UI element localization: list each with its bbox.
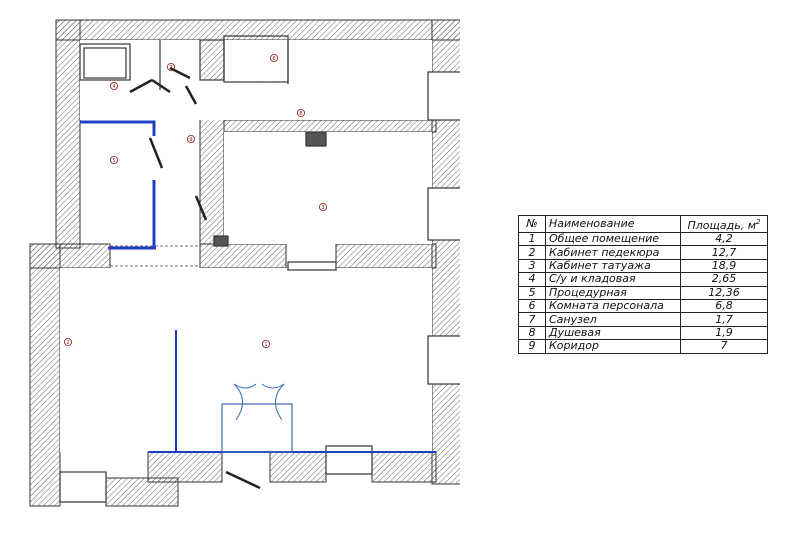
legend-cell-num: 9 <box>518 339 546 354</box>
legend-cell-area: 12,7 <box>680 245 768 260</box>
legend-cell-area: 2,65 <box>680 272 768 287</box>
room-marker-circle <box>261 339 270 348</box>
wall-right-mid <box>431 119 460 189</box>
room-marker-circle <box>269 54 278 63</box>
room-marker-label: 7 <box>169 65 172 71</box>
legend-cell-name: Кабинет татуажа <box>545 258 681 274</box>
legend-header-row: № Наименование Площадь, м2 <box>518 215 768 233</box>
wall-internal-vertical <box>199 113 225 245</box>
room-marker-label: 5 <box>112 158 115 164</box>
legend-cell-num: 3 <box>518 258 546 274</box>
wall-bottom-step <box>147 451 223 483</box>
legend-cell-area: 4,2 <box>680 231 768 247</box>
room-marker-circle <box>186 134 195 143</box>
legend-cell-num: 5 <box>518 285 546 300</box>
legend-header-area-text: Площадь, м <box>687 219 757 232</box>
room-marker-label: 8 <box>299 111 302 117</box>
wall-bottom-left <box>105 477 179 507</box>
room-marker-label: 2 <box>66 340 69 346</box>
legend-header-area: Площадь, м2 <box>680 215 768 233</box>
legend-cell-area: 18,9 <box>680 258 768 274</box>
legend-header-num: № <box>518 215 546 233</box>
legend-cell-num: 6 <box>518 298 546 314</box>
legend-cell-area: 6,8 <box>680 298 768 314</box>
wall-left-lower <box>29 243 61 507</box>
legend-cell-num: 7 <box>518 312 546 327</box>
legend-cell-area: 1,9 <box>680 325 768 341</box>
room-marker-circle <box>110 82 119 91</box>
legend-cell-name: Кабинет педекюра <box>545 245 681 260</box>
room-markers: 1 2 3 4 5 6 7 8 9 <box>64 54 327 348</box>
outer-walls <box>29 19 460 507</box>
legend-cell-num: 8 <box>518 325 546 341</box>
room-marker-label: 4 <box>112 84 115 90</box>
legend-cell-name: Санузел <box>545 312 681 327</box>
legend-cell-num: 1 <box>518 231 546 247</box>
legend-cell-name: Душевая <box>545 325 681 341</box>
wall-lower-top-mid <box>199 243 287 269</box>
room-marker-label: 6 <box>272 56 275 62</box>
wall-left-upper <box>55 19 81 249</box>
legend-cell-area: 12,36 <box>680 285 768 300</box>
wall-lower-top-right <box>335 243 437 269</box>
legend-header-area-sup: 2 <box>756 218 761 226</box>
room-marker-label: 9 <box>189 137 192 143</box>
legend-cell-name: С/у и кладовая <box>545 272 681 287</box>
legend-cell-area: 7 <box>680 339 768 354</box>
room-marker-label: 3 <box>321 205 324 211</box>
legend-cell-name: Общее помещение <box>545 231 681 247</box>
room-marker-circle <box>64 337 73 346</box>
legend-cell-area: 1,7 <box>680 312 768 327</box>
wall-internal-horizontal <box>223 119 437 133</box>
legend-cell-name: Процедурная <box>545 285 681 300</box>
room-marker-circle <box>296 109 305 118</box>
partitions <box>59 35 460 503</box>
legend-cell-name: Коридор <box>545 339 681 354</box>
wall-lower-top-left <box>29 243 111 269</box>
room-marker-label: 1 <box>264 342 267 348</box>
door-swing <box>233 383 285 421</box>
room-marker-circle <box>166 63 175 72</box>
new-partitions <box>80 120 436 453</box>
wall-bottom-mid <box>269 451 327 483</box>
wall-bottom-right <box>371 451 437 483</box>
legend-cell-num: 4 <box>518 272 546 287</box>
legend-header-name: Наименование <box>545 215 681 233</box>
room-marker-circle <box>318 202 327 211</box>
wall-top-right <box>431 19 460 73</box>
legend-cell-name: Комната персонала <box>545 298 681 314</box>
room-marker-circle <box>110 155 119 164</box>
floor-plan: 1 2 3 4 5 6 7 8 9 <box>29 19 460 507</box>
wall-right-bottom <box>431 383 460 485</box>
legend-cell-num: 2 <box>518 245 546 260</box>
wall-top <box>55 19 460 41</box>
